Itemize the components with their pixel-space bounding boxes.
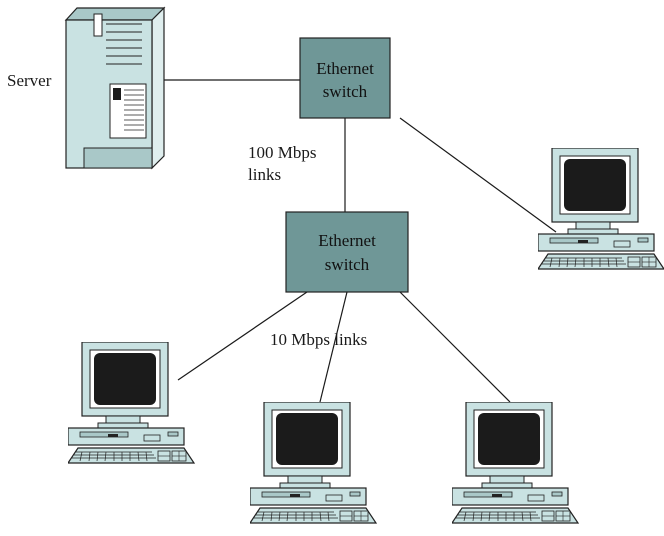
computer-icon [538,148,664,270]
switch-top-line1: Ethernet [316,59,374,78]
link-switch-pc-right [399,117,557,233]
link-switch-pc-mid [319,291,348,403]
switch-mid-line1: Ethernet [318,231,376,250]
computer-icon [250,402,377,524]
uplink-label-line1: 100 Mbps [248,143,316,162]
ethernet-switch-middle: Ethernet switch [285,211,409,293]
switch-top-line2: switch [323,82,368,101]
link-switch-pc-left [177,291,308,381]
links [152,79,557,403]
server-icon [64,6,166,170]
server-label: Server [7,71,52,90]
computer-icon [452,402,579,524]
ethernet-switch-top: Ethernet switch [299,37,391,119]
uplink-label-line2: links [248,165,281,184]
access-label: 10 Mbps links [270,330,367,349]
link-switch-pc-far [399,291,511,403]
switch-mid-line2: switch [325,255,370,274]
computer-icon [68,342,195,464]
